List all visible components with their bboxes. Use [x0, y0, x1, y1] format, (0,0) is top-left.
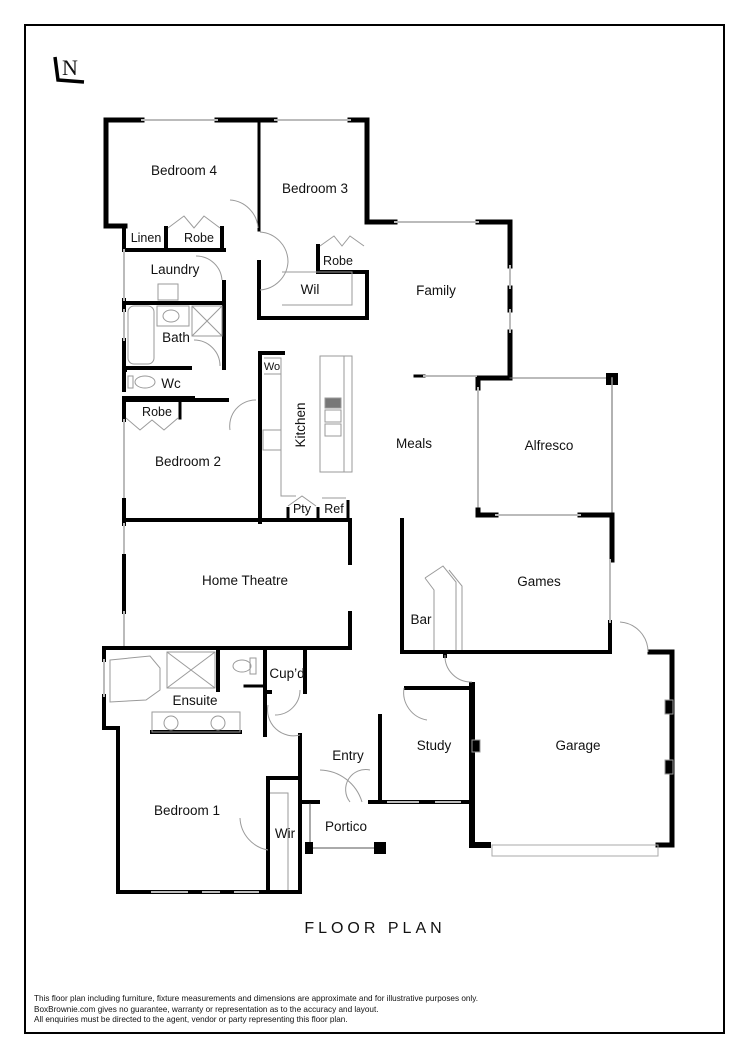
- label-robe-2: Robe: [142, 405, 172, 419]
- room-labels: Bedroom 4 Bedroom 3 Linen Robe Robe Laun…: [131, 163, 601, 841]
- label-bath: Bath: [162, 330, 190, 345]
- north-arrow-icon: [53, 56, 85, 84]
- label-robe-4: Robe: [184, 231, 214, 245]
- north-label: N: [62, 55, 78, 80]
- disclaimer-line: BoxBrownie.com gives no guarantee, warra…: [34, 1004, 379, 1014]
- label-pty: Pty: [293, 502, 312, 516]
- disclaimer: This floor plan including furniture, fix…: [34, 994, 478, 1026]
- label-bedroom-1: Bedroom 1: [154, 803, 220, 818]
- fixtures: [109, 199, 674, 890]
- label-linen: Linen: [131, 231, 162, 245]
- label-bedroom-4: Bedroom 4: [151, 163, 218, 178]
- label-games: Games: [517, 574, 561, 589]
- floor-plan-title: FLOOR PLAN: [304, 920, 446, 937]
- label-laundry: Laundry: [151, 262, 200, 277]
- disclaimer-line: This floor plan including furniture, fix…: [34, 994, 479, 1003]
- label-bedroom-2: Bedroom 2: [155, 454, 221, 469]
- label-family: Family: [416, 283, 456, 298]
- label-entry: Entry: [332, 748, 364, 763]
- label-portico: Portico: [325, 819, 367, 834]
- label-kitchen: Kitchen: [293, 402, 308, 447]
- label-home-theatre: Home Theatre: [202, 573, 288, 588]
- label-wo: Wo: [264, 361, 280, 373]
- label-garage: Garage: [555, 738, 600, 753]
- label-alfresco: Alfresco: [525, 438, 574, 453]
- label-bar: Bar: [410, 612, 432, 627]
- page-frame: [24, 24, 725, 1034]
- label-wil: Wil: [301, 282, 320, 297]
- walls: [102, 117, 675, 894]
- label-study: Study: [417, 738, 452, 753]
- label-robe-3: Robe: [323, 254, 353, 268]
- label-wc: Wc: [161, 376, 181, 391]
- label-ref: Ref: [324, 502, 344, 516]
- label-wir: Wir: [275, 826, 296, 841]
- label-cupd: Cup’d: [269, 666, 304, 681]
- label-ensuite: Ensuite: [172, 693, 217, 708]
- label-meals: Meals: [396, 436, 432, 451]
- label-bedroom-3: Bedroom 3: [282, 181, 348, 196]
- disclaimer-line: All enquiries must be directed to the ag…: [34, 1015, 348, 1024]
